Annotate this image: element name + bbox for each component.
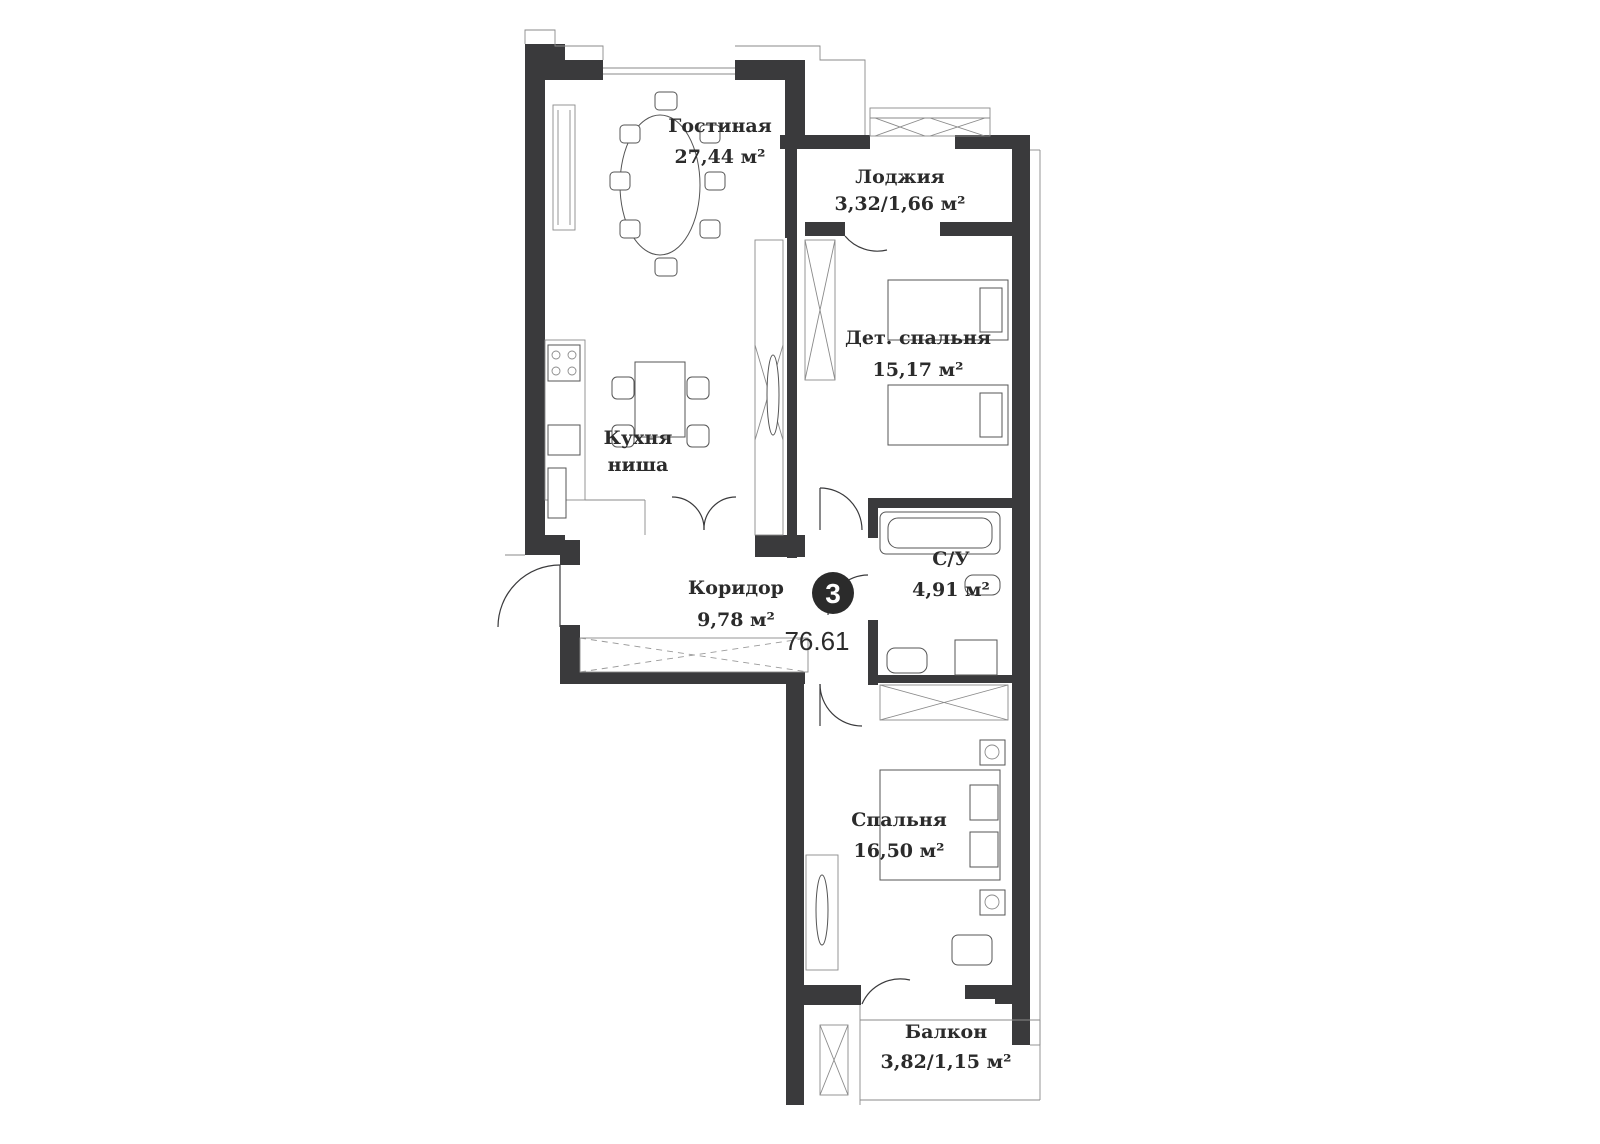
room-label-living: Гостиная 27,44 м² bbox=[668, 115, 771, 168]
doors bbox=[497, 235, 911, 1005]
apartment-number: 3 bbox=[825, 578, 841, 609]
room-area: 3,82/1,15 м² bbox=[881, 1051, 1012, 1073]
room-name: Дет. спальня bbox=[845, 327, 991, 349]
room-area: 9,78 м² bbox=[697, 609, 775, 631]
room-label-kids-bedroom: Дет. спальня 15,17 м² bbox=[845, 327, 991, 381]
total-area: 76.61 bbox=[784, 626, 849, 656]
kids-bedroom-furniture bbox=[804, 239, 1009, 446]
room-area: 15,17 м² bbox=[873, 359, 964, 381]
room-name: Лоджия bbox=[855, 166, 944, 188]
living-furniture bbox=[544, 91, 784, 536]
apartment-badge: 3 bbox=[812, 572, 854, 614]
room-name: Гостиная bbox=[668, 115, 771, 137]
room-label-loggia: Лоджия 3,32/1,66 м² bbox=[835, 166, 966, 215]
balcony-window bbox=[819, 1024, 849, 1096]
walls bbox=[525, 44, 1030, 1105]
room-label-corridor: Коридор 9,78 м² bbox=[688, 577, 784, 631]
room-label-balcony: Балкон 3,82/1,15 м² bbox=[881, 1021, 1012, 1073]
room-area: 3,32/1,66 м² bbox=[835, 193, 966, 215]
room-label-bedroom: Спальня 16,50 м² bbox=[851, 809, 947, 862]
room-label-wc: С/У 4,91 м² bbox=[912, 548, 990, 601]
room-area: 16,50 м² bbox=[854, 840, 945, 862]
outline bbox=[505, 29, 1041, 1105]
wc-furniture bbox=[879, 511, 1001, 676]
room-area: ниша bbox=[608, 454, 669, 476]
bedroom-furniture bbox=[805, 684, 1009, 971]
room-name: Спальня bbox=[851, 809, 947, 831]
room-label-kitchen: Кухня ниша bbox=[604, 427, 673, 476]
corridor-wardrobe bbox=[579, 637, 809, 673]
room-name: Коридор bbox=[688, 577, 784, 599]
room-name: С/У bbox=[932, 548, 970, 570]
room-area: 4,91 м² bbox=[912, 579, 990, 601]
loggia-window bbox=[869, 107, 991, 137]
room-name: Кухня bbox=[604, 427, 673, 449]
room-name: Балкон bbox=[905, 1021, 987, 1043]
room-area: 27,44 м² bbox=[675, 146, 766, 168]
